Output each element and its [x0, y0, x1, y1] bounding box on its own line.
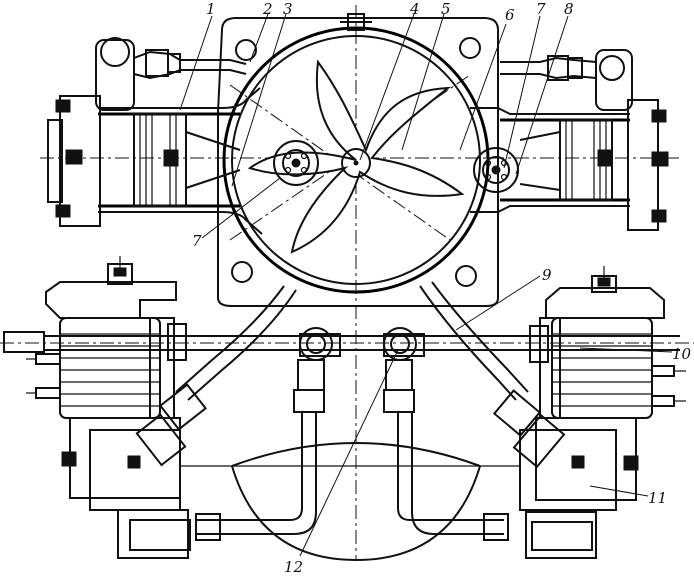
leader-lines [179, 13, 673, 557]
callout-7-upper: 7 [536, 0, 546, 18]
callout-12: 12 [284, 558, 303, 576]
right-valve-unit [519, 266, 686, 559]
left-valve-unit [26, 256, 191, 559]
callout-11: 11 [648, 489, 667, 507]
callout-8: 8 [564, 0, 574, 18]
callout-5: 5 [441, 0, 451, 18]
callout-3: 3 [283, 0, 293, 18]
callout-2: 2 [262, 0, 273, 18]
right-cylinder [470, 49, 669, 231]
right-pin [473, 147, 519, 193]
left-cylinder [47, 37, 263, 235]
callout-6: 6 [505, 6, 515, 24]
callout-10: 10 [672, 345, 692, 363]
star-rotor [247, 59, 465, 254]
callout-7-lower: 7 [192, 232, 202, 250]
callout-numbers: 1 2 3 4 5 6 7 8 7 9 10 11 12 [192, 0, 692, 576]
callout-1: 1 [206, 0, 216, 18]
callout-4: 4 [409, 0, 420, 18]
callout-9: 9 [542, 266, 552, 284]
pipes [135, 281, 566, 562]
left-pin [273, 140, 319, 186]
